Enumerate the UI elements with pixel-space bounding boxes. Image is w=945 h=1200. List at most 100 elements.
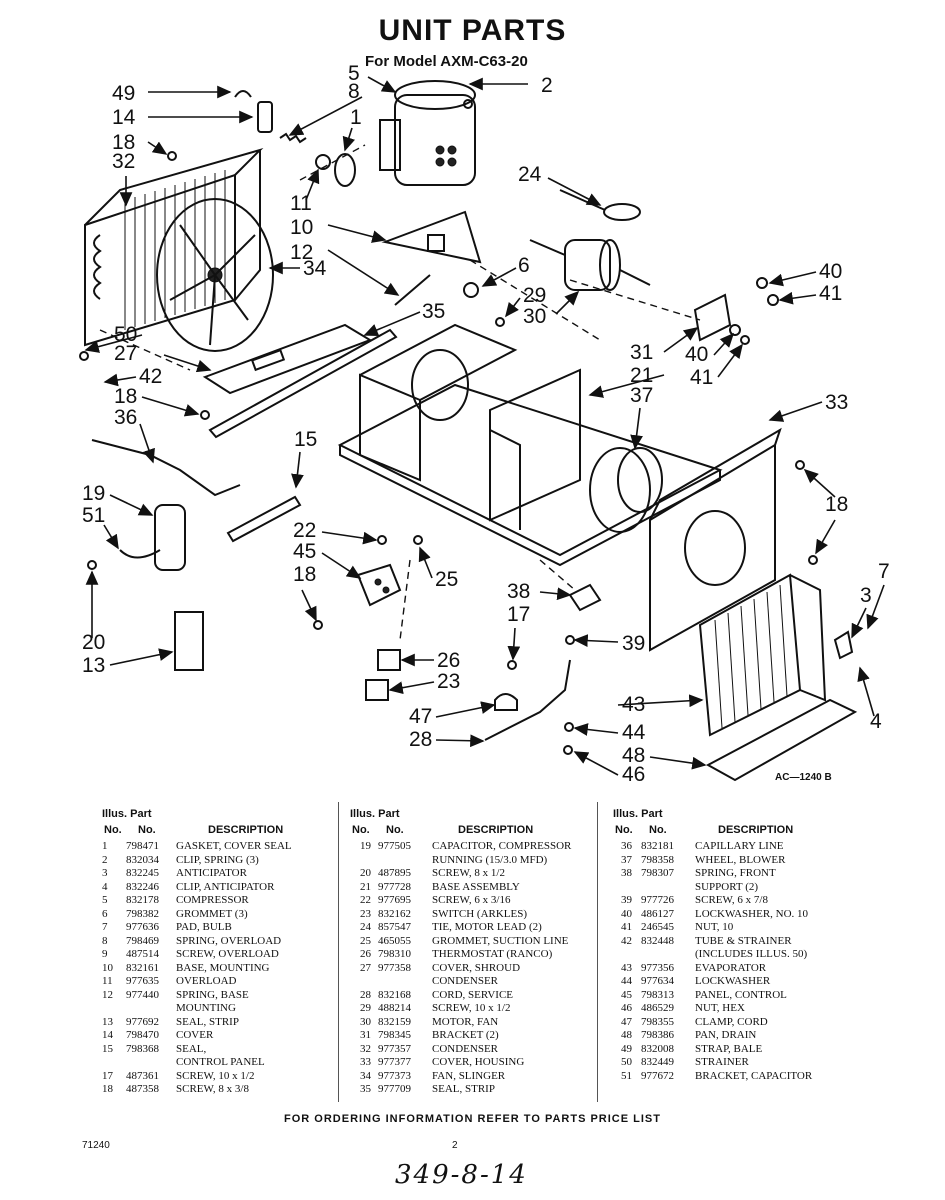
callout-43: 43 — [622, 693, 645, 716]
part-number: 832161 — [126, 961, 159, 974]
page-title: UNIT PARTS — [378, 14, 567, 47]
part-number: 832008 — [641, 1042, 674, 1055]
part-description: FAN, SLINGER — [432, 1069, 506, 1082]
illus-number: 17 — [102, 1069, 113, 1082]
illus-number: 37 — [621, 853, 632, 866]
part-number: 977634 — [641, 975, 674, 987]
callout-23: 23 — [437, 670, 460, 693]
illus-number: 25 — [360, 934, 371, 947]
illus-number: 20 — [360, 867, 371, 879]
part-description: CAPILLARY LINE — [695, 840, 784, 852]
part-description: ANTICIPATOR — [176, 867, 247, 879]
part-description: SCREW, OVERLOAD — [176, 948, 279, 960]
part-description: COMPRESSOR — [176, 894, 249, 906]
part-number: 798307 — [641, 867, 674, 879]
gasket — [334, 153, 356, 187]
callout-15: 15 — [294, 428, 317, 451]
mounting-base — [381, 210, 482, 264]
callout-11: 11 — [290, 192, 312, 215]
callout-49: 49 — [112, 82, 135, 105]
part-description: EVAPORATOR — [695, 961, 767, 974]
callout-2: 2 — [541, 74, 553, 97]
part-description: COVER — [176, 1029, 214, 1041]
part-description: SEAL, STRIP — [432, 1083, 495, 1095]
header-description: DESCRIPTION — [718, 824, 794, 836]
part-description: SCREW, 6 x 3/16 — [432, 894, 511, 906]
callout-28: 28 — [409, 728, 432, 751]
part-number: 977635 — [126, 975, 159, 987]
callout-19: 19 — [82, 482, 105, 505]
illus-number: 46 — [621, 1002, 632, 1014]
illus-number: 29 — [360, 1002, 371, 1014]
callout-26: 26 — [437, 649, 460, 672]
anticipator — [833, 630, 854, 660]
part-number: 977505 — [378, 840, 411, 852]
illus-number: 32 — [360, 1042, 371, 1055]
part-description: SPRING, BASE — [176, 988, 249, 1001]
illus-number: 8 — [102, 934, 108, 947]
callout-18: 18 — [112, 131, 135, 154]
part-description: CORD, SERVICE — [432, 988, 514, 1001]
part-number: 798382 — [126, 907, 159, 920]
illus-number: 48 — [621, 1029, 632, 1041]
part-number: 832181 — [641, 840, 674, 852]
seal-strip-13 — [174, 611, 204, 671]
illus-number: 13 — [102, 1015, 113, 1028]
callout-35: 35 — [422, 300, 445, 323]
part-number: 832159 — [378, 1015, 411, 1028]
switch — [365, 679, 389, 701]
illus-number: 3 — [102, 867, 108, 879]
bale-strap — [234, 90, 252, 98]
callout-30: 30 — [523, 305, 546, 328]
part-number: 832034 — [126, 853, 159, 866]
part-description: SCREW, 10 x 1/2 — [176, 1069, 255, 1082]
table-row: 17 487361 SCREW, 10 x 1/2 — [102, 1070, 332, 1084]
illus-number: 49 — [621, 1042, 632, 1055]
overload-spring — [279, 132, 307, 144]
table-divider — [597, 802, 598, 1102]
part-description: WHEEL, BLOWER — [695, 853, 786, 866]
callout-17: 17 — [507, 603, 530, 626]
part-description: GASKET, COVER SEAL — [176, 840, 292, 852]
illus-number: 35 — [360, 1083, 371, 1095]
callout-41: 41 — [819, 282, 842, 305]
part-description: BASE ASSEMBLY — [432, 880, 520, 893]
callout-12: 12 — [290, 241, 313, 264]
part-number: 798386 — [641, 1029, 674, 1041]
leader-lines — [84, 76, 885, 776]
service-cord — [484, 659, 571, 741]
part-number: 798313 — [641, 988, 674, 1001]
part-number: 977692 — [126, 1015, 159, 1028]
callout-47: 47 — [409, 705, 432, 728]
callout-7: 7 — [878, 560, 890, 583]
callout-38: 38 — [507, 580, 530, 603]
motor-bracket — [693, 293, 732, 342]
cord-clamp — [494, 693, 518, 711]
fasteners — [79, 99, 818, 755]
callout-21: 21 — [630, 364, 653, 387]
control-panel — [356, 563, 402, 607]
part-description: CONDENSER — [432, 975, 499, 987]
part-number: 977357 — [378, 1042, 411, 1055]
part-number: 487361 — [126, 1069, 159, 1082]
part-number: 832162 — [378, 907, 411, 920]
part-description: MOUNTING — [176, 1002, 236, 1014]
part-description: SCREW, 6 x 7/8 — [695, 894, 768, 906]
base-assembly — [337, 323, 723, 567]
callout-40: 40 — [819, 260, 842, 283]
illus-number: 45 — [621, 988, 632, 1001]
table-header: Illus. Part No. No. DESCRIPTION — [350, 806, 590, 840]
